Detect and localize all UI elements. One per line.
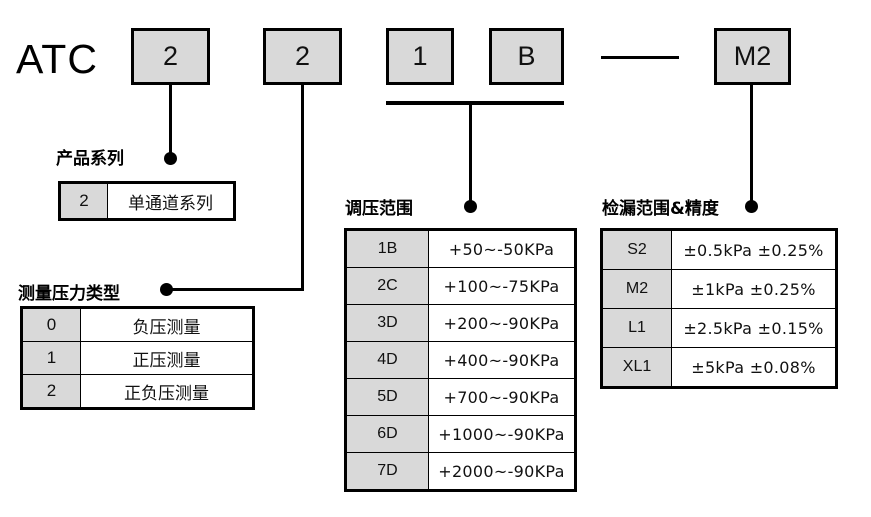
caption-leak-detection: 检漏范围&精度: [602, 199, 719, 219]
table-row: 2 正负压测量: [21, 374, 254, 409]
table-row: L1 ±2.5kPa ±0.15%: [601, 308, 837, 348]
row-code: 1B: [345, 229, 429, 268]
table-row: XL1 ±5kPa ±0.08%: [601, 347, 837, 388]
table-row: M2 ±1kPa ±0.25%: [601, 269, 837, 309]
connector-dot-series: [164, 152, 177, 165]
row-code: M2: [601, 269, 672, 309]
connector-line-series: [169, 85, 172, 159]
connector-line-pressure-type-horizontal: [168, 288, 304, 291]
caption-pressure-range: 调压范围: [345, 199, 413, 219]
row-label: +50~-50KPa: [428, 229, 576, 268]
table-series-body: 2 单通道系列: [59, 182, 235, 220]
row-code: 0: [21, 307, 81, 342]
row-label: +100~-75KPa: [428, 267, 576, 305]
table-pressure-type: 0 负压测量 1 正压测量 2 正负压测量: [20, 306, 255, 410]
table-row: 1 正压测量: [21, 341, 254, 375]
connector-line-leak: [750, 85, 753, 206]
row-code: 5D: [345, 378, 429, 416]
code-box-range-first[interactable]: 1: [386, 28, 454, 85]
table-row: 5D +700~-90KPa: [345, 378, 576, 416]
row-code: 2C: [345, 267, 429, 305]
connector-line-pressure-type-vertical: [301, 85, 304, 290]
row-label: +2000~-90KPa: [428, 452, 576, 491]
brand-label: ATC: [16, 36, 98, 82]
row-label: +700~-90KPa: [428, 378, 576, 416]
row-code: XL1: [601, 347, 672, 388]
table-row: 2 单通道系列: [59, 182, 235, 220]
table-pressure-range: 1B +50~-50KPa 2C +100~-75KPa 3D +200~-90…: [344, 228, 577, 492]
connector-dot-pressure-type: [160, 283, 173, 296]
table-series: 2 单通道系列: [58, 181, 236, 221]
caption-pressure-type: 测量压力类型: [18, 284, 120, 304]
code-box-range-second[interactable]: B: [489, 28, 564, 85]
row-label: ±1kPa ±0.25%: [671, 269, 837, 309]
row-label: +400~-90KPa: [428, 341, 576, 379]
connector-dot-pressure-range: [464, 200, 477, 213]
row-code: 2: [59, 182, 108, 220]
table-pressure-range-body: 1B +50~-50KPa 2C +100~-75KPa 3D +200~-90…: [345, 229, 576, 491]
table-row: 2C +100~-75KPa: [345, 267, 576, 305]
table-row: 0 负压测量: [21, 307, 254, 342]
code-box-series[interactable]: 2: [131, 28, 210, 85]
row-label: +1000~-90KPa: [428, 415, 576, 453]
code-box-leak[interactable]: M2: [714, 28, 791, 85]
table-leak-detection: S2 ±0.5kPa ±0.25% M2 ±1kPa ±0.25% L1 ±2.…: [600, 228, 838, 389]
row-label: ±0.5kPa ±0.25%: [671, 229, 837, 270]
connector-bracket-pressure-range: [386, 101, 564, 105]
table-row: 7D +2000~-90KPa: [345, 452, 576, 491]
table-leak-detection-body: S2 ±0.5kPa ±0.25% M2 ±1kPa ±0.25% L1 ±2.…: [601, 229, 837, 388]
table-row: 3D +200~-90KPa: [345, 304, 576, 342]
row-label: 正压测量: [80, 341, 254, 375]
row-code: 6D: [345, 415, 429, 453]
row-label: 单通道系列: [107, 182, 235, 220]
connector-dot-leak: [745, 200, 758, 213]
row-code: 3D: [345, 304, 429, 342]
table-row: S2 ±0.5kPa ±0.25%: [601, 229, 837, 270]
row-code: 4D: [345, 341, 429, 379]
code-box-pressure-type[interactable]: 2: [263, 28, 342, 85]
table-pressure-type-body: 0 负压测量 1 正压测量 2 正负压测量: [21, 307, 254, 409]
connector-line-pressure-range: [469, 101, 472, 206]
caption-series: 产品系列: [56, 149, 124, 169]
table-row: 1B +50~-50KPa: [345, 229, 576, 268]
row-label: 正负压测量: [80, 374, 254, 409]
row-label: ±5kPa ±0.08%: [671, 347, 837, 388]
code-separator-dash: [601, 56, 679, 59]
row-label: 负压测量: [80, 307, 254, 342]
row-code: L1: [601, 308, 672, 348]
row-label: ±2.5kPa ±0.15%: [671, 308, 837, 348]
row-code: 7D: [345, 452, 429, 491]
row-label: +200~-90KPa: [428, 304, 576, 342]
row-code: S2: [601, 229, 672, 270]
row-code: 2: [21, 374, 81, 409]
row-code: 1: [21, 341, 81, 375]
table-row: 6D +1000~-90KPa: [345, 415, 576, 453]
table-row: 4D +400~-90KPa: [345, 341, 576, 379]
